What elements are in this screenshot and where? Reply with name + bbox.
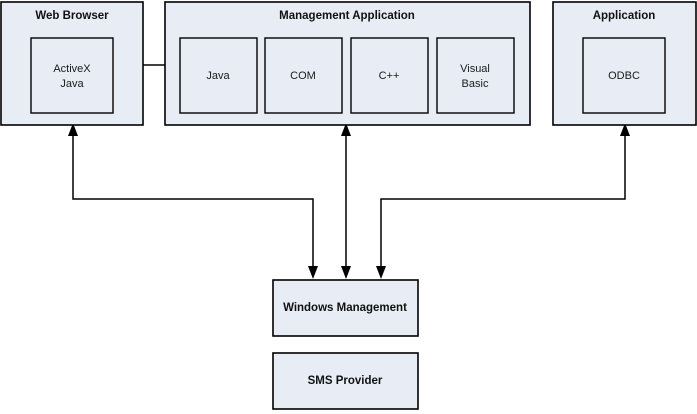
connector-application-to-windows-management bbox=[376, 123, 630, 279]
arrow-down-windows-management-center bbox=[341, 266, 351, 279]
sms-provider-box[interactable] bbox=[272, 352, 419, 410]
arrow-up-web-browser bbox=[68, 123, 78, 136]
management-application-title: Management Application bbox=[279, 10, 415, 22]
sms-provider-label: SMS Provider bbox=[308, 375, 383, 387]
node-activex-java[interactable]: ActiveX Java bbox=[30, 37, 114, 114]
node-application[interactable]: Application ODBC bbox=[552, 1, 697, 126]
visual-basic-label-line1: Visual bbox=[460, 63, 490, 75]
node-cpp[interactable]: C++ bbox=[350, 37, 429, 114]
activex-java-label-line1: ActiveX bbox=[53, 63, 91, 75]
node-java[interactable]: Java bbox=[179, 37, 258, 114]
odbc-box[interactable] bbox=[582, 37, 666, 114]
node-management-application[interactable]: Management Application Java COM C++ Visu… bbox=[164, 1, 531, 126]
node-com[interactable]: COM bbox=[264, 37, 343, 114]
visual-basic-box[interactable] bbox=[436, 37, 515, 114]
com-box[interactable] bbox=[264, 37, 343, 114]
arrow-down-windows-management-right bbox=[376, 266, 386, 279]
connector-management-application-to-windows-management bbox=[341, 123, 351, 279]
cpp-box[interactable] bbox=[350, 37, 429, 114]
activex-java-box[interactable] bbox=[30, 37, 114, 114]
connector-web-browser-to-windows-management bbox=[68, 123, 318, 279]
node-web-browser[interactable]: Web Browser ActiveX Java bbox=[0, 1, 144, 126]
arrow-down-windows-management-left bbox=[308, 266, 318, 279]
node-visual-basic[interactable]: Visual Basic bbox=[436, 37, 515, 114]
java-label: Java bbox=[206, 70, 230, 82]
windows-management-label: Windows Management bbox=[283, 302, 407, 314]
java-box[interactable] bbox=[179, 37, 258, 114]
web-browser-title: Web Browser bbox=[35, 10, 109, 22]
odbc-label: ODBC bbox=[608, 70, 640, 82]
node-sms-provider[interactable]: SMS Provider bbox=[272, 352, 419, 410]
node-windows-management[interactable]: Windows Management bbox=[272, 279, 419, 337]
visual-basic-label-line2: Basic bbox=[462, 78, 489, 90]
windows-management-box[interactable] bbox=[272, 279, 419, 337]
node-odbc[interactable]: ODBC bbox=[582, 37, 666, 114]
com-label: COM bbox=[290, 70, 316, 82]
application-title: Application bbox=[593, 10, 656, 22]
cpp-label: C++ bbox=[379, 70, 400, 82]
arrow-up-management-application bbox=[341, 123, 351, 136]
activex-java-label-line2: Java bbox=[60, 78, 84, 90]
arrow-up-application bbox=[620, 123, 630, 136]
